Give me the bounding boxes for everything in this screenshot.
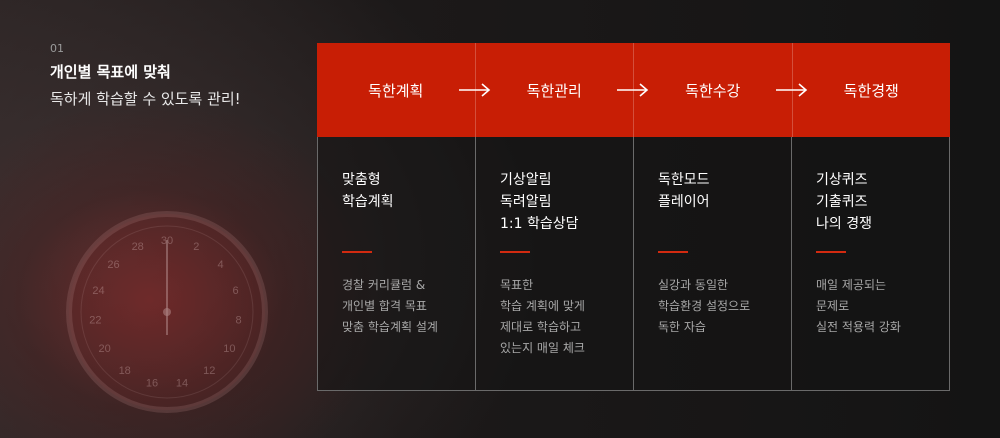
step-header-manage: 독한관리 bbox=[474, 43, 649, 137]
description-line: 문제로 bbox=[816, 299, 850, 313]
arrow-right-icon bbox=[617, 83, 649, 97]
stopwatch-number: 2 bbox=[193, 241, 199, 253]
divider bbox=[342, 251, 372, 253]
description-line: 제대로 학습하고 bbox=[500, 320, 582, 334]
step-cell-manage: 기상알림 독려알림 1:1 학습상담 목표한 학습 계획에 맞게 제대로 학습하… bbox=[475, 137, 633, 390]
description-line: 실강과 동일한 bbox=[658, 278, 729, 292]
description-line: 실전 적용력 강화 bbox=[816, 320, 901, 334]
feature-line: 기출퀴즈 bbox=[816, 194, 868, 210]
stopwatch-number: 22 bbox=[89, 315, 101, 327]
step-feature: 기상알림 독려알림 1:1 학습상담 bbox=[500, 169, 633, 235]
feature-line: 기상알림 bbox=[500, 172, 552, 188]
step-header-label: 독한관리 bbox=[526, 81, 582, 100]
description-line: 독한 자습 bbox=[658, 320, 706, 334]
feature-line: 기상퀴즈 bbox=[816, 172, 868, 188]
stopwatch-number: 6 bbox=[232, 285, 238, 297]
step-header-label: 독한계획 bbox=[368, 81, 424, 100]
feature-line: 맞춤형 bbox=[342, 172, 381, 188]
step-description: 경찰 커리큘럼 & 개인별 합격 목표 맞춤 학습계획 설계 bbox=[342, 275, 438, 338]
description-line: 맞춤 학습계획 설계 bbox=[342, 320, 438, 334]
description-line: 개인별 합격 목표 bbox=[342, 299, 427, 313]
process-table: 독한계획 독한관리 독한수강 독한경쟁 맞춤형 bbox=[317, 43, 950, 391]
stopwatch-number: 8 bbox=[236, 315, 242, 327]
section-subtitle: 독하게 학습할 수 있도록 관리! bbox=[50, 90, 241, 108]
step-header-study: 독한수강 bbox=[633, 43, 807, 137]
stopwatch-number: 14 bbox=[176, 377, 188, 389]
description-line: 경찰 커리큘럼 & bbox=[342, 278, 426, 292]
stopwatch-number: 16 bbox=[146, 377, 158, 389]
stopwatch-number: 20 bbox=[98, 343, 110, 355]
description-line: 학습환경 설정으로 bbox=[658, 299, 751, 313]
description-line: 매일 제공되는 bbox=[816, 278, 887, 292]
section-title: 개인별 목표에 맞춰 bbox=[50, 63, 171, 81]
step-description: 목표한 학습 계획에 맞게 제대로 학습하고 있는지 매일 체크 bbox=[500, 275, 585, 359]
process-header: 독한계획 독한관리 독한수강 독한경쟁 bbox=[317, 43, 950, 137]
description-line: 있는지 매일 체크 bbox=[500, 341, 585, 355]
stopwatch-number: 10 bbox=[223, 343, 235, 355]
step-description: 실강과 동일한 학습환경 설정으로 독한 자습 bbox=[658, 275, 750, 338]
divider bbox=[658, 251, 688, 253]
step-feature: 맞춤형 학습계획 bbox=[342, 169, 475, 213]
arrow-right-icon bbox=[458, 83, 490, 97]
step-feature: 독한모드 플레이어 bbox=[658, 169, 791, 213]
section-number: 01 bbox=[50, 42, 64, 55]
stopwatch-image: 30246810121416182022242628 bbox=[66, 211, 268, 413]
step-cell-compete: 기상퀴즈 기출퀴즈 나의 경쟁 매일 제공되는 문제로 실전 적용력 강화 bbox=[791, 137, 949, 390]
stopwatch-number: 30 bbox=[161, 235, 173, 247]
stopwatch-number: 26 bbox=[107, 259, 119, 271]
divider bbox=[816, 251, 846, 253]
stopwatch-number: 28 bbox=[132, 241, 144, 253]
feature-line: 나의 경쟁 bbox=[816, 216, 872, 232]
feature-line: 학습계획 bbox=[342, 194, 394, 210]
step-header-label: 독한수강 bbox=[685, 81, 741, 100]
process-body: 맞춤형 학습계획 경찰 커리큘럼 & 개인별 합격 목표 맞춤 학습계획 설계 … bbox=[317, 137, 950, 391]
divider bbox=[500, 251, 530, 253]
step-header-compete: 독한경쟁 bbox=[791, 43, 951, 137]
step-feature: 기상퀴즈 기출퀴즈 나의 경쟁 bbox=[816, 169, 949, 235]
description-line: 학습 계획에 맞게 bbox=[500, 299, 585, 313]
feature-line: 독려알림 bbox=[500, 194, 552, 210]
stopwatch-number: 24 bbox=[92, 285, 104, 297]
step-header-label: 독한경쟁 bbox=[843, 81, 899, 100]
stopwatch-number: 18 bbox=[119, 365, 131, 377]
step-cell-study: 독한모드 플레이어 실강과 동일한 학습환경 설정으로 독한 자습 bbox=[633, 137, 791, 390]
stopwatch-number: 4 bbox=[217, 259, 223, 271]
description-line: 목표한 bbox=[500, 278, 534, 292]
arrow-right-icon bbox=[775, 83, 807, 97]
feature-line: 독한모드 bbox=[658, 172, 710, 188]
feature-line: 플레이어 bbox=[658, 194, 710, 210]
stopwatch-number: 12 bbox=[203, 365, 215, 377]
feature-line: 1:1 학습상담 bbox=[500, 216, 579, 232]
step-description: 매일 제공되는 문제로 실전 적용력 강화 bbox=[816, 275, 901, 338]
step-cell-plan: 맞춤형 학습계획 경찰 커리큘럼 & 개인별 합격 목표 맞춤 학습계획 설계 bbox=[318, 137, 475, 390]
step-header-plan: 독한계획 bbox=[317, 43, 490, 137]
intro-block: 01 개인별 목표에 맞춰 독하게 학습할 수 있도록 관리! bbox=[50, 42, 241, 109]
